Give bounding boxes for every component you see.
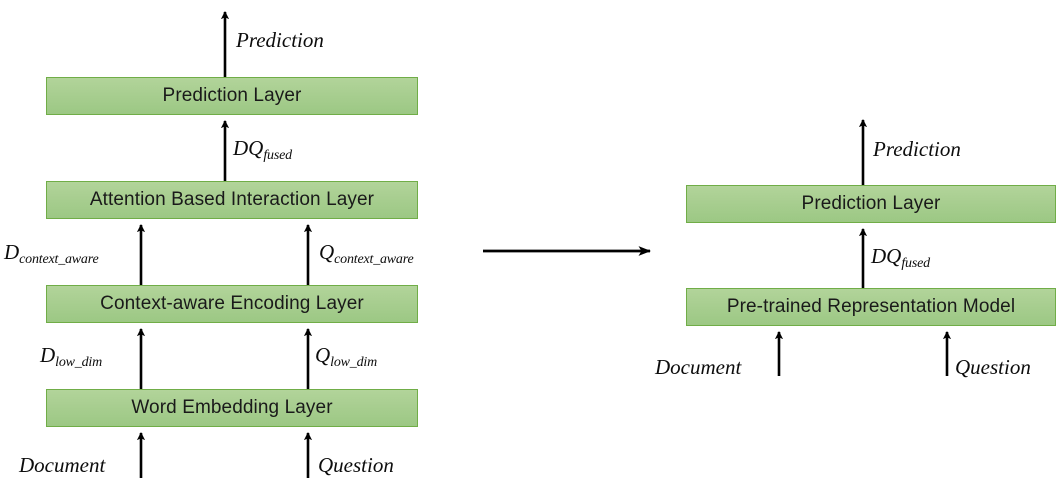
box-prediction-layer-right[interactable]: Prediction Layer — [686, 185, 1056, 223]
label-q-low-dim-sub: low_dim — [330, 355, 377, 370]
label-d-low-dim: Dlow_dim — [40, 343, 102, 370]
label-question-right: Question — [955, 355, 1031, 379]
label-d-context-aware-base: D — [4, 240, 20, 264]
label-prediction-left: Prediction — [236, 30, 324, 51]
box-pre-trained-representation-model[interactable]: Pre-trained Representation Model — [686, 288, 1056, 326]
label-prediction-left-base: Prediction — [236, 28, 324, 52]
label-dq-fused-right: DQfused — [871, 244, 930, 271]
label-d-low-dim-sub: low_dim — [55, 355, 102, 370]
label-document-right: Document — [655, 355, 742, 379]
label-q-context-aware-sub: context_aware — [334, 252, 414, 267]
label-prediction-right-base: Prediction — [873, 137, 961, 161]
label-dq-fused-left: DQfused — [233, 136, 292, 163]
box-context-aware-encoding-layer[interactable]: Context-aware Encoding Layer — [46, 285, 418, 323]
label-q-low-dim: Qlow_dim — [315, 343, 377, 370]
label-dq-fused-right-sub: fused — [901, 256, 930, 271]
label-dq-fused-left-base: DQ — [233, 136, 264, 160]
label-dq-fused-right-base: DQ — [871, 244, 902, 268]
box-word-embedding-layer[interactable]: Word Embedding Layer — [46, 389, 418, 427]
label-question-left: Question — [318, 453, 394, 477]
box-attention-based-interaction-layer[interactable]: Attention Based Interaction Layer — [46, 181, 418, 219]
label-dq-fused-left-sub: fused — [263, 148, 292, 163]
label-d-context-aware-sub: context_aware — [19, 252, 99, 267]
label-prediction-right: Prediction — [873, 139, 961, 160]
label-d-context-aware: Dcontext_aware — [4, 240, 99, 267]
label-q-low-dim-base: Q — [315, 343, 331, 367]
box-prediction-layer-left[interactable]: Prediction Layer — [46, 77, 418, 115]
label-d-low-dim-base: D — [40, 343, 56, 367]
label-document-left: Document — [19, 453, 106, 477]
label-q-context-aware: Qcontext_aware — [319, 240, 414, 267]
label-q-context-aware-base: Q — [319, 240, 335, 264]
